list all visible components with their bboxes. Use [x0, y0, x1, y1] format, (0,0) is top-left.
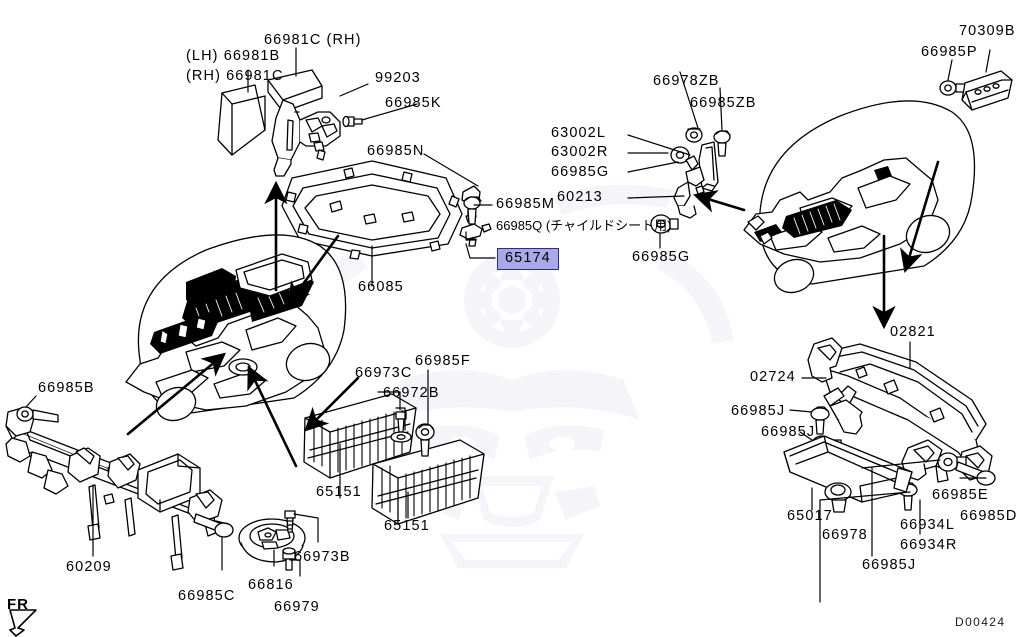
part-66978zb-nut	[685, 127, 703, 143]
label-66985n: 66985N	[367, 143, 425, 159]
label-66985b: 66985B	[38, 380, 95, 396]
label-63002r: 63002R	[551, 144, 609, 160]
part-66934-bracket	[901, 439, 949, 483]
part-66985d-bolt	[955, 461, 996, 486]
part-65151-right-insulator	[371, 439, 485, 525]
label-66985k: 66985K	[385, 95, 442, 111]
label-66979: 66979	[274, 599, 320, 615]
label-66985j-mid: 66985J	[761, 424, 816, 440]
part-66085-gasket-frame	[281, 160, 463, 260]
part-66985k-bolt	[342, 115, 363, 128]
label-65017: 65017	[787, 508, 833, 524]
label-99203: 99203	[375, 70, 421, 86]
part-99203-assembly	[271, 99, 341, 177]
label-66981c-rh-second: (RH) 66981C	[186, 68, 284, 84]
part-66985j-lower-bolt	[898, 482, 918, 511]
part-02724-link	[823, 385, 863, 435]
part-60209-crossmember	[5, 407, 223, 571]
label-66981b-lh: (LH) 66981B	[186, 48, 281, 64]
part-66985b-bolt	[16, 406, 59, 423]
label-66978: 66978	[822, 527, 868, 543]
label-66085: 66085	[358, 279, 404, 295]
part-66985f-bolt	[415, 423, 435, 457]
part-66985c-bolt	[193, 513, 234, 538]
label-66985zb: 66985ZB	[690, 95, 757, 111]
label-66816: 66816	[248, 577, 294, 593]
part-63002r-bracket	[670, 146, 705, 219]
part-66973c-screw	[395, 411, 407, 433]
label-66985q: 66985Q (チャイルドシート用)	[496, 218, 672, 233]
document-id: D00424	[955, 615, 1006, 629]
part-66985n-clip	[461, 185, 481, 223]
label-60213: 60213	[557, 189, 603, 205]
label-66985g-upper: 66985G	[551, 164, 610, 180]
fr-direction-arrow	[9, 609, 37, 637]
label-60209: 60209	[66, 559, 112, 575]
part-66985e-nut	[937, 452, 967, 472]
label-70309b: 70309B	[959, 23, 1016, 39]
part-63002l-bracket	[698, 141, 719, 192]
label-66934r: 66934R	[900, 537, 958, 553]
part-66985zb-bolt	[713, 130, 731, 157]
label-66978zb: 66978ZB	[653, 73, 720, 89]
label-66985e: 66985E	[932, 487, 989, 503]
label-66985d: 66985D	[960, 508, 1018, 524]
label-66985p: 66985P	[921, 44, 978, 60]
part-66985j-mid-bolt	[811, 435, 842, 453]
label-66985j-upper: 66985J	[731, 403, 786, 419]
label-66972b: 66972B	[383, 385, 440, 401]
label-02724: 02724	[750, 369, 796, 385]
label-66985g-lower: 66985G	[632, 249, 691, 265]
vehicle-illustration-left	[125, 234, 347, 422]
part-66972b-washer	[390, 431, 412, 443]
part-65174-clip	[459, 223, 492, 247]
label-66985f: 66985F	[415, 353, 471, 369]
label-66985c: 66985C	[178, 588, 236, 604]
part-66973b-screw	[284, 510, 296, 533]
label-66934l: 66934L	[900, 517, 955, 533]
part-02821-crossmember	[807, 337, 993, 481]
label-65151-left: 65151	[316, 484, 362, 500]
label-66985j-lower: 66985J	[862, 557, 917, 573]
part-66985m-bolt	[463, 196, 482, 225]
part-65017-stiffener	[783, 435, 913, 503]
label-66981c-rh: 66981C (RH)	[264, 32, 362, 48]
leader-lines	[25, 47, 991, 603]
part-66985p-bolt	[939, 80, 967, 96]
label-63002l: 63002L	[551, 125, 606, 141]
label-66973c: 66973C	[355, 365, 413, 381]
label-66985m: 66985M	[496, 196, 555, 212]
vehicle-illustration-right	[743, 100, 976, 294]
part-70309b-bracket	[961, 70, 1013, 111]
label-65151-right: 65151	[384, 518, 430, 534]
label-66973b: 66973B	[294, 549, 351, 565]
label-65174-highlighted[interactable]: 65174	[497, 248, 559, 270]
part-65151-left-insulator	[303, 393, 417, 479]
label-02821: 02821	[890, 324, 936, 340]
fr-label: FR	[7, 596, 29, 613]
